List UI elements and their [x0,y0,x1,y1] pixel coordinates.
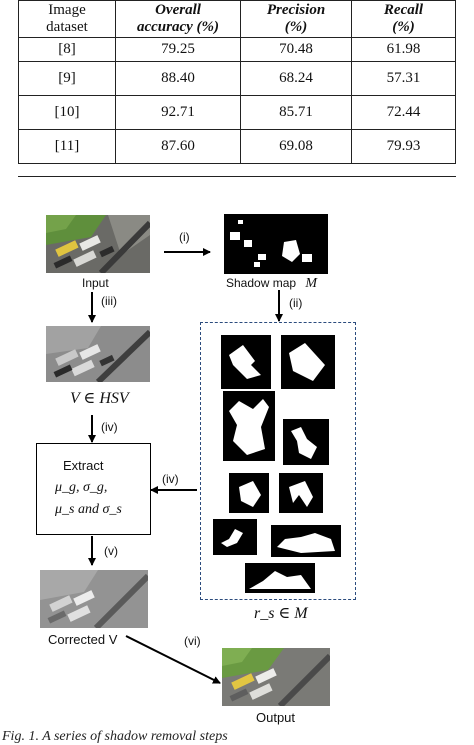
table-row: [11] 87.60 69.08 79.93 [18,129,456,164]
step-iv-label: (iv) [162,472,179,486]
output-image [222,648,330,706]
table-row: [9] 88.40 68.24 57.31 [18,61,456,96]
corrected-label: Corrected V [48,632,118,647]
regions-label: r_s ∈ M [254,605,308,622]
corrected-image [40,570,148,628]
cell-dataset: [9] [18,61,116,96]
region-mask [271,525,341,557]
cell-precision: 85.71 [240,95,352,130]
step-vi-label: (vi) [184,634,201,648]
cell-accuracy: 79.25 [115,37,241,62]
extract-params-1: μ_g, σ_g, [55,480,108,495]
step-v-label: (v) [104,544,118,558]
step-i-label: (i) [179,230,190,244]
output-label: Output [256,710,296,725]
header-recall: Recall(%) [351,0,456,38]
cell-recall: 57.31 [351,61,456,96]
v-channel-image [46,326,150,382]
table-row: [10] 92.71 85.71 72.44 [18,95,456,130]
step-iv-label: (iv) [101,420,118,434]
header-precision: Precision(%) [240,0,352,38]
table-bottom-rule [18,176,456,177]
cell-accuracy: 92.71 [115,95,241,130]
region-mask [229,473,269,513]
shadow-map-label: Shadow map M [226,276,318,291]
region-mask [283,419,329,465]
region-mask [213,519,257,555]
cell-accuracy: 87.60 [115,129,241,164]
input-label: Input [82,276,109,290]
hsv-label: V ∈ HSV [70,390,129,407]
region-mask [245,563,315,593]
step-iii-label: (iii) [101,294,117,308]
region-mask [279,473,323,513]
cell-precision: 69.08 [240,129,352,164]
arrow-vi [125,635,221,684]
step-ii-label: (ii) [289,296,303,310]
cell-accuracy: 88.40 [115,61,241,96]
region-mask [221,335,271,389]
input-image [46,215,150,273]
cell-dataset: [10] [18,95,116,130]
extract-params-2: μ_s and σ_s [55,502,122,517]
region-mask [281,335,335,389]
shadow-map-symbol: M [305,276,318,291]
cell-recall: 79.93 [351,129,456,164]
cell-dataset: [8] [18,37,116,62]
shadow-map-image [224,214,328,274]
extract-box: Extract μ_g, σ_g, μ_s and σ_s [36,443,151,535]
cell-precision: 68.24 [240,61,352,96]
cell-precision: 70.48 [240,37,352,62]
region-mask [223,391,275,461]
extract-title: Extract [63,458,104,473]
shadow-regions-box [200,322,356,600]
table-row: [8] 79.25 70.48 61.98 [18,37,456,62]
figure-caption: Fig. 1. A series of shadow removal steps [2,729,228,744]
